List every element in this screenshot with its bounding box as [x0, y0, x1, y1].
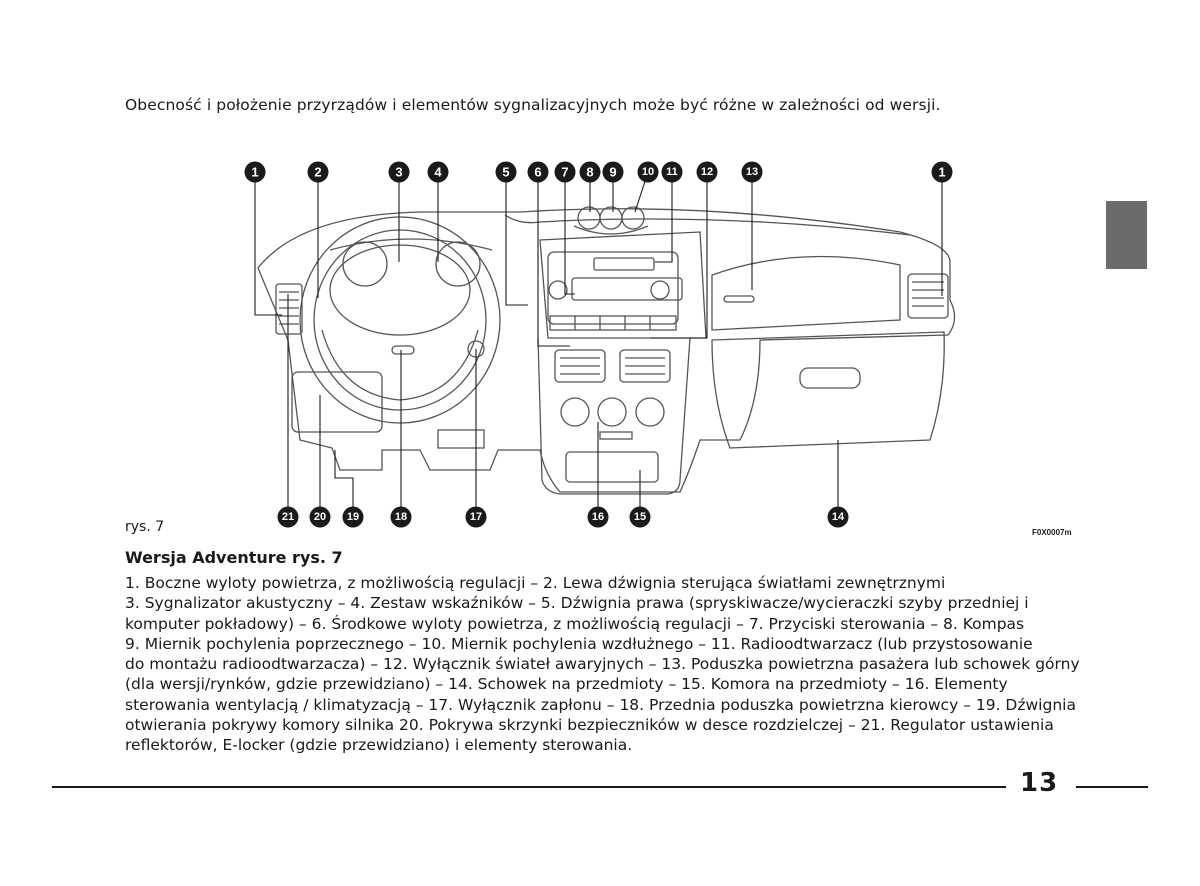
svg-text:18: 18 — [395, 511, 407, 523]
footer-rule-left — [52, 786, 1006, 788]
svg-text:15: 15 — [634, 511, 646, 523]
callout-19: 19 — [342, 506, 364, 528]
gauge-tachometer — [435, 241, 481, 287]
callout-21: 21 — [277, 506, 299, 528]
legend-line: (dla wersji/rynków, gdzie przewidziano) … — [125, 675, 1008, 694]
center-vent-right — [619, 349, 671, 383]
callout-18: 18 — [390, 506, 412, 528]
callout-12: 12 — [696, 161, 718, 183]
svg-text:14: 14 — [832, 511, 845, 523]
section-heading: Wersja Adventure rys. 7 — [125, 548, 343, 567]
callout-13: 13 — [741, 161, 763, 183]
callout-20: 20 — [309, 506, 331, 528]
svg-text:6: 6 — [534, 165, 541, 180]
legend-line: 3. Sygnalizator akustyczny – 4. Zestaw w… — [125, 594, 1029, 613]
legend-description: 1. Boczne wyloty powietrza, z możliwości… — [125, 573, 1085, 756]
svg-text:17: 17 — [470, 511, 482, 523]
svg-text:2: 2 — [314, 165, 321, 180]
callout-14: 14 — [827, 506, 849, 528]
glovebox — [711, 331, 945, 449]
legend-line: 9. Miernik pochylenia poprzecznego – 10.… — [125, 634, 1033, 653]
figure-label: rys. 7 — [125, 519, 165, 535]
gauge-speedometer — [342, 241, 388, 287]
fuse-box-cover — [291, 371, 383, 433]
climate-knob-left — [560, 397, 590, 427]
legend-line: otwierania pokrywy komory silnika 20. Po… — [125, 716, 1054, 735]
climate-knob-center — [597, 397, 627, 427]
callout-1-left: 1 — [244, 161, 266, 183]
svg-text:7: 7 — [561, 165, 568, 180]
callout-2: 2 — [307, 161, 329, 183]
legend-line: 1. Boczne wyloty powietrza, z możliwości… — [125, 574, 946, 592]
footer-rule-right — [1076, 786, 1148, 788]
legend-line: sterowania wentylacją / klimatyzacją – 1… — [125, 695, 1076, 714]
storage-compartment — [565, 451, 659, 483]
legend-line: reflektorów, E-locker (gdzie przewidzian… — [125, 736, 633, 755]
callout-5: 5 — [495, 161, 517, 183]
svg-text:4: 4 — [434, 165, 442, 180]
steering-wheel-outer — [299, 216, 501, 424]
dashboard-outline — [257, 208, 956, 493]
svg-text:9: 9 — [609, 165, 616, 180]
svg-text:19: 19 — [347, 511, 359, 523]
callout-11: 11 — [661, 161, 683, 183]
callout-1-right: 1 — [931, 161, 953, 183]
callout-7: 7 — [554, 161, 576, 183]
callout-10: 10 — [637, 161, 659, 183]
intro-text: Obecność i położenie przyrządów i elemen… — [125, 96, 941, 114]
callout-4: 4 — [427, 161, 449, 183]
callout-9: 9 — [602, 161, 624, 183]
climate-knob-right — [635, 397, 665, 427]
center-vent-left — [554, 349, 606, 383]
svg-text:1: 1 — [938, 165, 945, 180]
svg-text:10: 10 — [642, 166, 654, 178]
svg-text:21: 21 — [282, 511, 294, 523]
callout-8: 8 — [579, 161, 601, 183]
section-tab-marker — [1106, 201, 1147, 269]
svg-text:11: 11 — [666, 166, 678, 178]
callout-15: 15 — [629, 506, 651, 528]
steering-wheel-hub — [329, 244, 471, 336]
callout-3: 3 — [388, 161, 410, 183]
svg-text:16: 16 — [592, 511, 604, 523]
svg-text:12: 12 — [701, 166, 713, 178]
legend-line: komputer pokładowy) – 6. Środkowe wyloty… — [125, 614, 1025, 633]
svg-text:13: 13 — [746, 166, 758, 178]
page-number: 13 — [1020, 768, 1059, 798]
figure-code: F0X0007m — [1032, 528, 1072, 537]
callout-16: 16 — [587, 506, 609, 528]
svg-text:5: 5 — [502, 165, 509, 180]
callout-17: 17 — [465, 506, 487, 528]
svg-text:3: 3 — [395, 165, 402, 180]
svg-text:1: 1 — [251, 165, 258, 180]
legend-line: do montażu radioodtwarzacza) – 12. Wyłąc… — [125, 655, 1080, 674]
svg-text:8: 8 — [586, 165, 593, 180]
callout-6: 6 — [527, 161, 549, 183]
svg-text:20: 20 — [314, 511, 326, 523]
